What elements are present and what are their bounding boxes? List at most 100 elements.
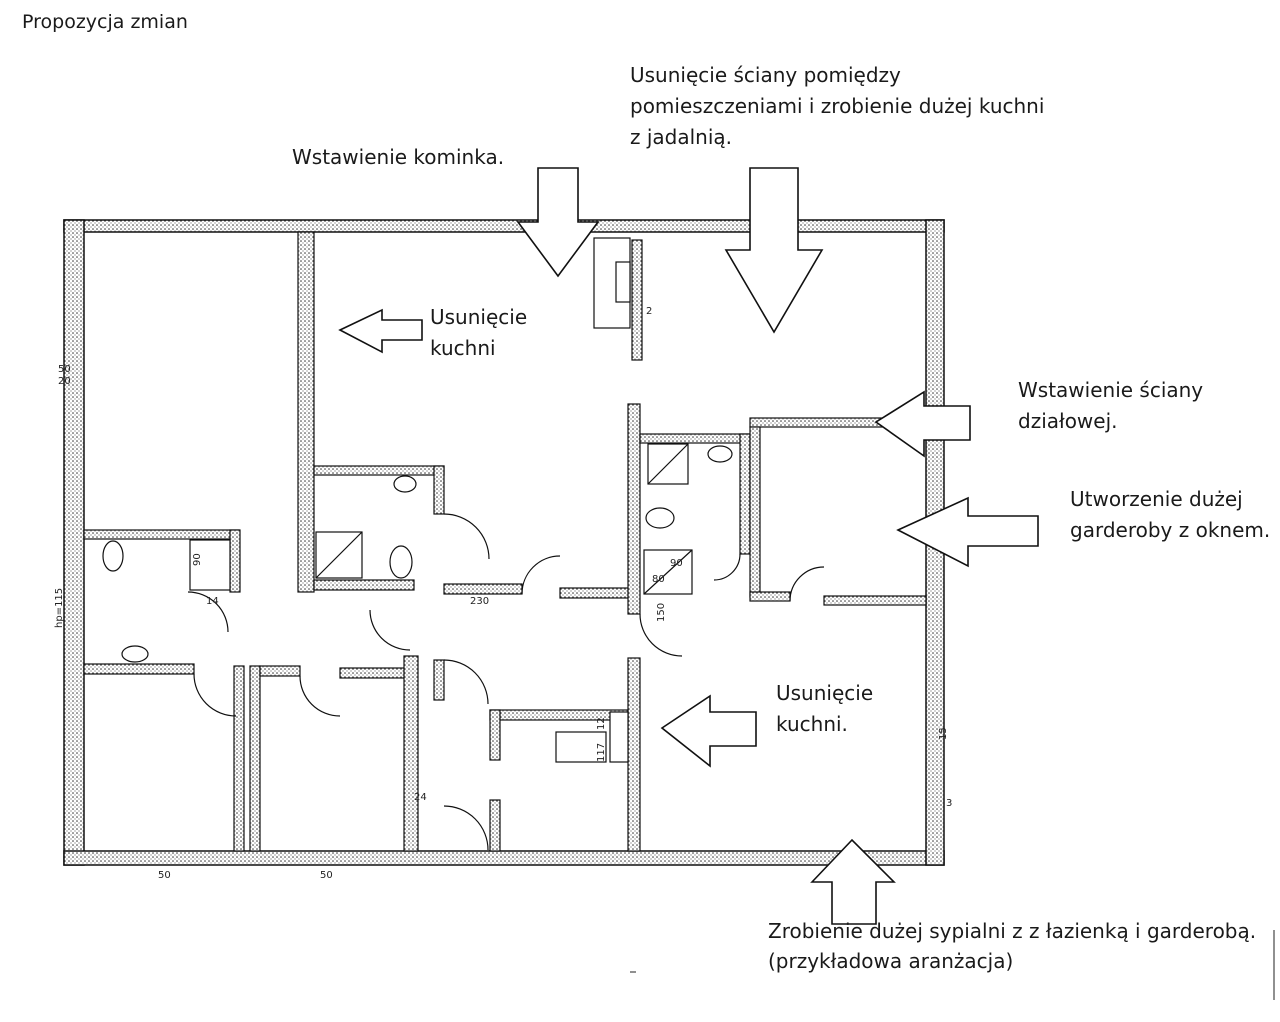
door-arc-9 [443,805,489,851]
note-kitchen-line-1: Usunięcie ściany pomiędzy [630,63,901,87]
door-arc-10 [713,553,741,581]
interior-walls [83,231,927,852]
dim-50b: 50 [158,870,171,881]
wall-corridor-1 [443,583,523,595]
dim-90b: 90 [670,558,683,569]
wall-room-divider-b [249,665,261,852]
note-kitchen-dining: Usunięcie ściany pomiędzy pomieszczeniam… [630,60,1044,153]
toilet-3 [102,540,124,572]
margin-marks [630,930,1275,1000]
arrow-down-kitchen [724,167,824,334]
sink-3 [121,645,149,663]
note-remove-kitchen-1-line-1: Usunięcie [430,305,528,329]
bathtub-3 [189,539,231,591]
page-title: Propozycja zmian [22,11,188,33]
toilet-1 [389,545,413,579]
arrow-down-fireplace [516,167,600,278]
wall-room-top-a [259,665,301,677]
note-bedroom-line-2: (przykładowa aranżacja) [768,949,1014,973]
wall-small-room-top [489,709,629,721]
note-bedroom: Zrobienie dużej sypialni z z łazienką i … [768,916,1256,976]
dim-230: 230 [470,596,489,607]
note-wardrobe: Utworzenie dużej garderoby z oknem. [1070,484,1270,546]
door-arc-3 [639,613,683,657]
wall-room-top-b [339,667,411,679]
arrow-left-wardrobe [896,496,1039,568]
dim-150: 150 [656,603,667,622]
door-arc-11 [187,591,229,633]
wall-small-room-left-b [489,799,501,852]
wall-bottom [63,850,945,866]
toilet-2 [645,507,675,529]
wall-chimney [631,239,643,361]
door-arc-8 [443,659,489,705]
note-remove-kitchen-1-line-2: kuchni [430,336,496,360]
wall-hall-stub [433,659,445,701]
dim-90a: 90 [192,553,203,566]
doors [187,513,825,851]
note-remove-kitchen-1: Usunięcie kuchni [430,302,527,364]
wall-top [63,219,945,233]
dim-3: 3 [946,798,952,809]
wall-bath1-bottom [313,579,415,591]
dim-80: 80 [652,574,665,585]
wall-bath1-right [433,465,445,515]
wall-bath2-left [627,403,641,615]
note-fireplace-line-1: Wstawienie kominka. [292,145,505,169]
dim-12: 12 [596,717,607,730]
door-arc-4 [789,566,825,602]
wall-room-divider-a [233,665,245,852]
fixtures [102,237,733,763]
fireplace-flue [615,261,631,303]
wall-bath2-top [639,433,751,444]
dim-2: 2 [646,306,652,317]
arrow-left-partition [874,390,971,458]
wall-small-room-left [489,709,501,761]
stairs-box [555,731,607,763]
dim-hp: hp=115 [54,588,65,628]
arrow-left-kitchen-2 [660,694,757,768]
note-bedroom-line-1: Zrobienie dużej sypialni z z łazienką i … [768,919,1257,943]
wall-bath3-bottom [83,663,195,675]
note-kitchen-line-3: z jadalnią. [630,125,733,149]
note-remove-kitchen-2-line-2: kuchni. [776,712,848,736]
stairs-steps [609,711,629,763]
wall-wardrobe-bottom-a [749,591,791,602]
note-remove-kitchen-2: Usunięcie kuchni. [776,678,873,740]
sink-2 [707,445,733,463]
wall-bedroom-left [627,657,641,852]
dim-50: 50 [58,364,71,375]
arrow-up-bedroom [810,838,896,925]
dim-14: 14 [206,596,219,607]
note-partition-line-2: działowej. [1018,409,1118,433]
dim-20: 20 [58,376,71,387]
dim-24: 24 [414,792,427,803]
wall-bath3-right [229,529,241,593]
dim-50c: 50 [320,870,333,881]
dim-15: 15 [938,727,949,740]
dim-117: 117 [596,743,607,762]
note-wardrobe-line-2: garderoby z oknem. [1070,518,1271,542]
note-partition-line-1: Wstawienie ściany [1018,378,1204,402]
door-arc-6 [299,675,341,717]
wall-wardrobe-left [749,426,761,598]
arrow-left-kitchen-1 [338,308,423,354]
wall-wardrobe-bottom-b [823,595,927,606]
door-arc-5 [193,673,237,717]
door-arc-2 [521,555,561,595]
arrows [338,167,1039,925]
door-arc-7 [369,609,411,651]
note-kitchen-line-2: pomieszczeniami i zrobienie dużej kuchni [630,94,1045,118]
wall-bath1-top [313,465,445,476]
note-wardrobe-line-1: Utworzenie dużej [1070,487,1243,511]
note-fireplace: Wstawienie kominka. [292,142,504,173]
wall-bath2-right [739,433,751,555]
sink-1 [393,475,417,493]
note-partition-wall: Wstawienie ściany działowej. [1018,375,1203,437]
wall-left [63,219,85,866]
wall-hall-left [403,655,419,852]
dimension-labels: 90 80 90 150 12 117 2 50 20 50 50 230 15… [54,306,952,881]
wall-kitchen-left [297,231,315,593]
door-arc-1 [443,513,490,560]
